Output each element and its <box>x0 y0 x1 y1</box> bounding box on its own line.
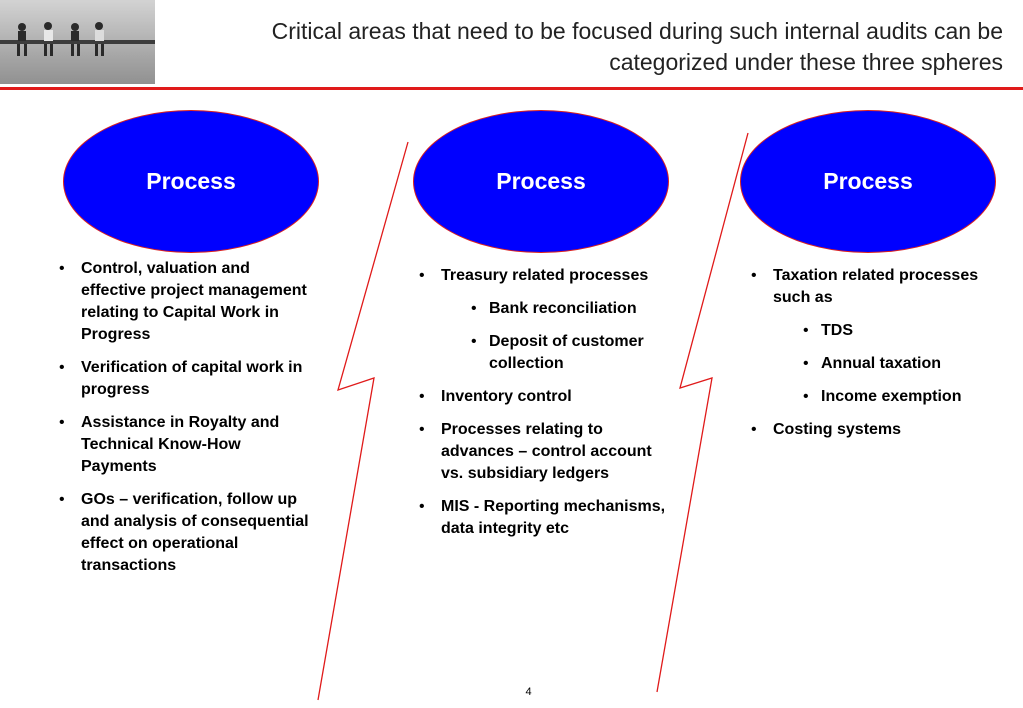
divider-right <box>656 132 749 693</box>
sub-list-item: Bank reconciliation <box>417 298 677 320</box>
header-photo <box>0 0 155 84</box>
title-divider <box>0 87 1023 90</box>
sphere-2-ellipse: Process <box>413 110 669 253</box>
list-item: Processes relating to advances – control… <box>417 419 677 485</box>
list-item: Taxation related processes such as <box>749 265 1004 309</box>
list-item: Verification of capital work in progress <box>57 357 319 401</box>
sphere-3-label: Process <box>823 168 913 194</box>
sub-list-item: TDS <box>749 320 1004 342</box>
list-item: MIS - Reporting mechanisms, data integri… <box>417 496 677 540</box>
list-item: Control, valuation and effective project… <box>57 258 319 346</box>
page-title: Critical areas that need to be focused d… <box>163 16 1003 78</box>
sphere-2-label: Process <box>496 168 586 194</box>
list-item: Costing systems <box>749 419 1004 441</box>
list-item: Assistance in Royalty and Technical Know… <box>57 412 319 478</box>
page-number: 4 <box>0 686 1023 698</box>
sub-list-item: Income exemption <box>749 386 1004 408</box>
sphere-2-list: Treasury related processes Bank reconcil… <box>417 265 677 551</box>
sub-list-item: Deposit of customer collection <box>417 331 677 375</box>
sphere-1-ellipse: Process <box>63 110 319 253</box>
sphere-1-list: Control, valuation and effective project… <box>57 258 319 588</box>
list-item: Inventory control <box>417 386 677 408</box>
list-item: Treasury related processes <box>417 265 677 287</box>
divider-left <box>317 141 409 701</box>
list-item: GOs – verification, follow up and analys… <box>57 489 319 577</box>
sphere-3-list: Taxation related processes such as TDS A… <box>749 265 1004 452</box>
title-line-2: categorized under these three spheres <box>609 49 1003 75</box>
sub-list-item: Annual taxation <box>749 353 1004 375</box>
page-number-text: 4 <box>525 686 532 698</box>
title-line-1: Critical areas that need to be focused d… <box>271 18 1003 44</box>
sphere-1-label: Process <box>146 168 236 194</box>
workers-on-beam-image <box>0 0 155 84</box>
sphere-3-ellipse: Process <box>740 110 996 253</box>
